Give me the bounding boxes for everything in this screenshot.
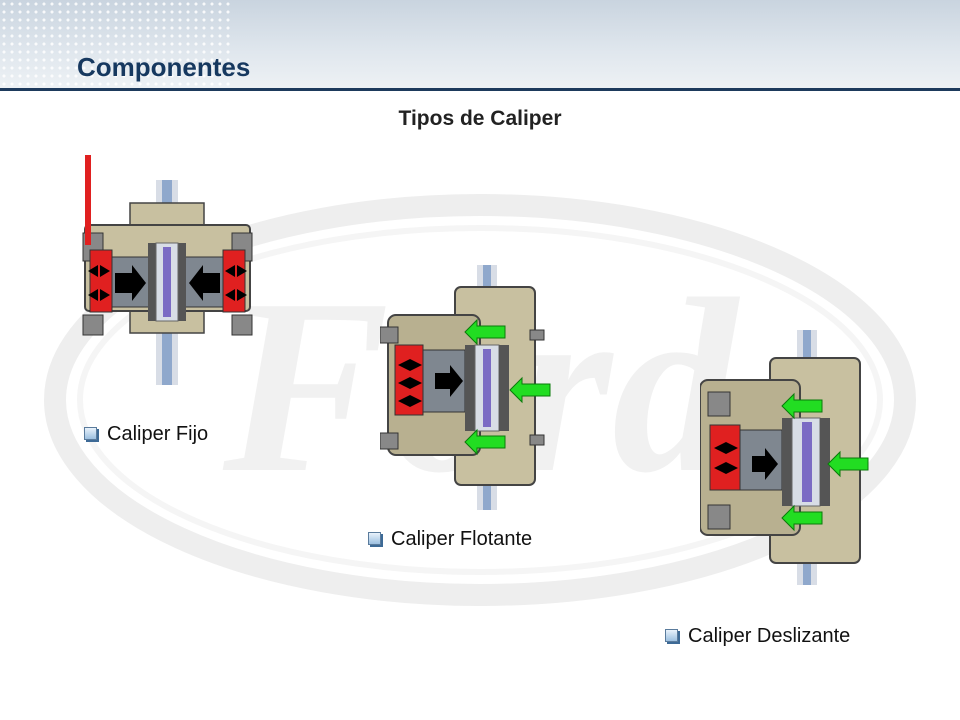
checkbox-bullet-icon — [665, 629, 678, 642]
caption-caliper-flotante-label: Caliper Flotante — [391, 528, 533, 550]
slide-header — [0, 0, 960, 91]
caliper-fijo-diagram — [82, 155, 253, 385]
caption-caliper-deslizante-label: Caliper Deslizante — [688, 625, 851, 647]
checkbox-bullet-icon — [84, 427, 97, 440]
caption-caliper-fijo: Caliper Fijo — [84, 423, 208, 446]
slide-subtitle: Tipos de Caliper — [398, 107, 562, 130]
caption-caliper-fijo-label: Caliper Fijo — [107, 423, 209, 445]
caliper-deslizante-diagram — [700, 330, 869, 585]
caption-caliper-flotante: Caliper Flotante — [368, 528, 532, 551]
caption-caliper-deslizante: Caliper Deslizante — [665, 625, 850, 648]
header-dot-pattern — [0, 0, 230, 86]
caliper-flotante-diagram — [380, 265, 551, 510]
header-divider — [0, 88, 960, 91]
checkbox-bullet-icon — [368, 532, 381, 545]
slide-title: Componentes — [77, 52, 251, 82]
